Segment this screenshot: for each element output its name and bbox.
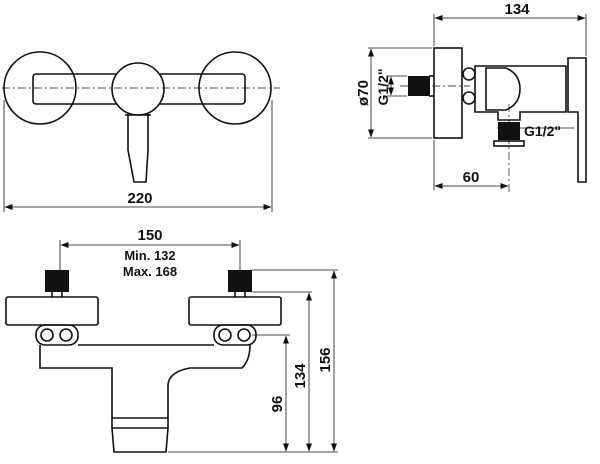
- dim-overall-width: 220: [127, 190, 152, 207]
- dim-diameter: ø70: [355, 80, 372, 106]
- dim-inlet-thread: G1/2": [375, 69, 391, 106]
- dim-spacing-min: Min. 132: [124, 248, 175, 263]
- nut-detail: [218, 328, 232, 342]
- cartridge-side: [485, 67, 521, 111]
- left-inlet-thread: [45, 270, 69, 292]
- front-view: 150 Min. 132 Max. 168 96 134 156: [5, 227, 338, 453]
- side-view: 134 ø70 G1/2" G1/2" 60: [355, 1, 587, 195]
- right-wall-plate: [188, 296, 282, 326]
- dim-outlet-height: 96: [269, 396, 286, 413]
- lever-side: [567, 57, 587, 183]
- top-view: 220: [2, 51, 280, 212]
- outlet-front: [111, 427, 169, 453]
- right-inlet-thread: [228, 270, 252, 292]
- cartridge-knob-plan: [111, 62, 165, 116]
- dim-side-depth: 134: [504, 1, 530, 18]
- nut-top: [462, 67, 476, 81]
- dim-outlet-thread: G1/2": [524, 123, 561, 139]
- nut-detail: [237, 328, 251, 342]
- nut-bottom: [462, 91, 476, 105]
- dim-total-height: 156: [317, 347, 334, 372]
- dim-outlet-offset: 60: [463, 169, 480, 186]
- nut-detail: [59, 328, 73, 342]
- dim-spacing-max: Max. 168: [123, 264, 177, 279]
- wall-plate: [433, 47, 463, 139]
- lever-plan: [127, 114, 149, 183]
- left-wall-plate: [5, 296, 99, 326]
- nut-detail: [40, 328, 54, 342]
- mixer-body-front: [39, 344, 251, 419]
- dim-body-height: 134: [292, 363, 309, 389]
- left-nut: [35, 324, 79, 346]
- dim-inlet-spacing: 150: [137, 227, 162, 244]
- mixer-body-side: [474, 65, 567, 121]
